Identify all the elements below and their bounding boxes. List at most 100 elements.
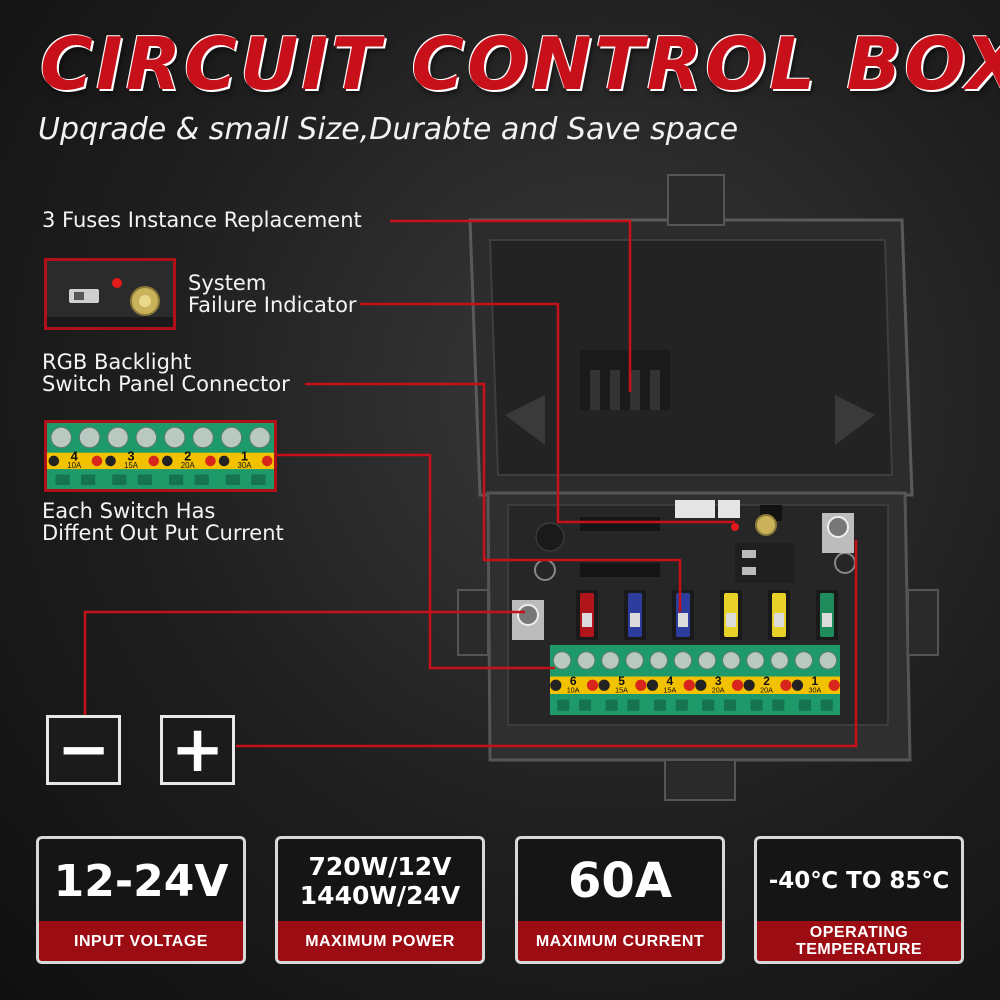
terminal-screw	[625, 651, 644, 670]
terminal-plus-dot	[91, 455, 103, 467]
spec-value-line1: -40℃ TO 85℃	[768, 868, 950, 894]
terminal-minus-dot	[646, 679, 659, 691]
positive-terminal-sign: +	[160, 713, 235, 787]
terminal-plus-dot	[261, 455, 273, 467]
terminal-screw	[135, 426, 158, 449]
leader-line-fuses	[390, 219, 632, 392]
fuse-window	[822, 613, 832, 627]
terminal-minus-dot	[695, 679, 707, 691]
terminal-channel-amp: 15A	[124, 461, 139, 470]
terminal-channel-amp: 15A	[663, 686, 676, 695]
terminal-plus-dot	[780, 679, 792, 691]
terminal-screw	[722, 651, 741, 670]
spec-value: 12-24V	[39, 839, 243, 923]
terminal-channel-number: 6	[570, 674, 577, 688]
terminal-slot	[137, 474, 152, 486]
fuse-window	[630, 613, 640, 627]
terminal-screw	[192, 426, 214, 449]
indicator-thumbnail	[44, 258, 176, 330]
terminal-screw	[601, 651, 620, 670]
terminal-minus-dot	[743, 679, 755, 691]
terminal-slot	[194, 474, 209, 486]
terminal-screw	[107, 426, 129, 449]
leader-line-indicator	[360, 302, 735, 524]
spec-value-line1: 720W/12V	[308, 852, 452, 881]
terminal-screw	[552, 651, 572, 670]
terminal-plus-dot	[683, 679, 695, 691]
spec-label: MAXIMUM CURRENT	[518, 921, 722, 961]
spec-label-line1: MAXIMUM POWER	[305, 932, 455, 950]
terminal-channel-number: 2	[763, 674, 770, 688]
spec-value: 60A	[518, 839, 722, 923]
terminal-minus-dot	[105, 455, 116, 467]
spec-input-voltage: 12-24V INPUT VOLTAGE	[36, 836, 246, 964]
spec-label-line1: OPERATING	[809, 924, 909, 941]
negative-terminal-sign: −	[46, 713, 121, 787]
terminal-screw	[673, 651, 693, 670]
terminal-slot	[653, 699, 666, 711]
terminal-channel-number: 2	[184, 449, 191, 464]
terminal-screw	[249, 426, 271, 449]
terminal-plus-dot	[205, 455, 216, 467]
spec-maximum-current: 60A MAXIMUM CURRENT	[515, 836, 725, 964]
spec-value-line1: 60A	[568, 853, 672, 909]
terminal-screw	[770, 651, 789, 670]
terminal-plus-dot	[828, 679, 840, 691]
fuse-window	[774, 613, 784, 627]
callout-switch-line2: Diffent Out Put Current	[42, 521, 284, 545]
page-subtitle: Upqrade & small Size,Durabte and Save sp…	[38, 112, 739, 147]
terminal-screw	[818, 651, 838, 670]
terminal-channel-number: 5	[618, 674, 625, 688]
terminal-slot	[81, 474, 96, 486]
terminal-plus-dot	[731, 679, 744, 691]
terminal-slot	[820, 699, 833, 711]
terminal-block-label-strip	[550, 676, 840, 694]
terminal-plus-dot	[635, 679, 647, 691]
terminal-slot	[112, 474, 127, 486]
callout-switch-line1: Each Switch Has	[42, 499, 216, 523]
spec-label-line2: TEMPERATURE	[795, 941, 923, 958]
callout-indicator-line1: System	[188, 271, 267, 295]
fuse-window	[726, 613, 736, 627]
terminal-slot	[724, 699, 737, 711]
terminal-channel-number: 1	[812, 674, 819, 688]
terminal-channel-number: 3	[715, 674, 722, 688]
callout-fuses: 3 Fuses Instance Replacement	[42, 208, 362, 232]
terminal-channel-amp: 30A	[238, 461, 253, 470]
negative-sign-text: −	[56, 713, 111, 787]
terminal-minus-dot	[598, 679, 610, 691]
spec-maximum-power: 720W/12V 1440W/24V MAXIMUM POWER	[275, 836, 485, 964]
terminal-plus-dot	[586, 679, 599, 691]
terminal-block-top	[550, 645, 840, 677]
terminal-slot	[702, 699, 715, 711]
terminal-slot	[251, 474, 266, 486]
terminal-plus-dot	[148, 455, 159, 467]
fuse-window	[582, 613, 592, 627]
indicator-thumbnail-image	[47, 261, 173, 327]
terminal-screw	[649, 651, 668, 670]
terminal-block-bottom	[47, 469, 274, 489]
terminal-slot	[750, 699, 763, 711]
spec-label: MAXIMUM POWER	[278, 921, 482, 961]
positive-sign-text: +	[170, 713, 225, 787]
terminal-channel-amp: 15A	[615, 686, 628, 695]
terminal-screw	[163, 426, 186, 449]
callout-indicator-line2: Failure Indicator	[188, 293, 357, 317]
terminal-channel-amp: 10A	[567, 686, 580, 695]
terminal-screw	[577, 651, 596, 670]
terminal-channel-amp: 20A	[181, 461, 196, 470]
terminal-screw	[220, 426, 243, 449]
terminal-screw	[50, 426, 72, 449]
spec-label: OPERATING TEMPERATURE	[757, 921, 961, 961]
leader-line-positive	[236, 540, 858, 748]
terminal-block-label-strip	[47, 452, 274, 470]
page-title: CIRCUIT CONTROL BOX	[40, 22, 1000, 106]
terminal-minus-dot	[218, 455, 230, 467]
spec-value: 720W/12V 1440W/24V	[278, 839, 482, 923]
terminal-minus-dot	[48, 455, 60, 467]
terminal-channel-amp: 30A	[808, 686, 821, 695]
terminal-channel-number: 1	[241, 449, 248, 464]
terminal-slot	[225, 474, 240, 486]
